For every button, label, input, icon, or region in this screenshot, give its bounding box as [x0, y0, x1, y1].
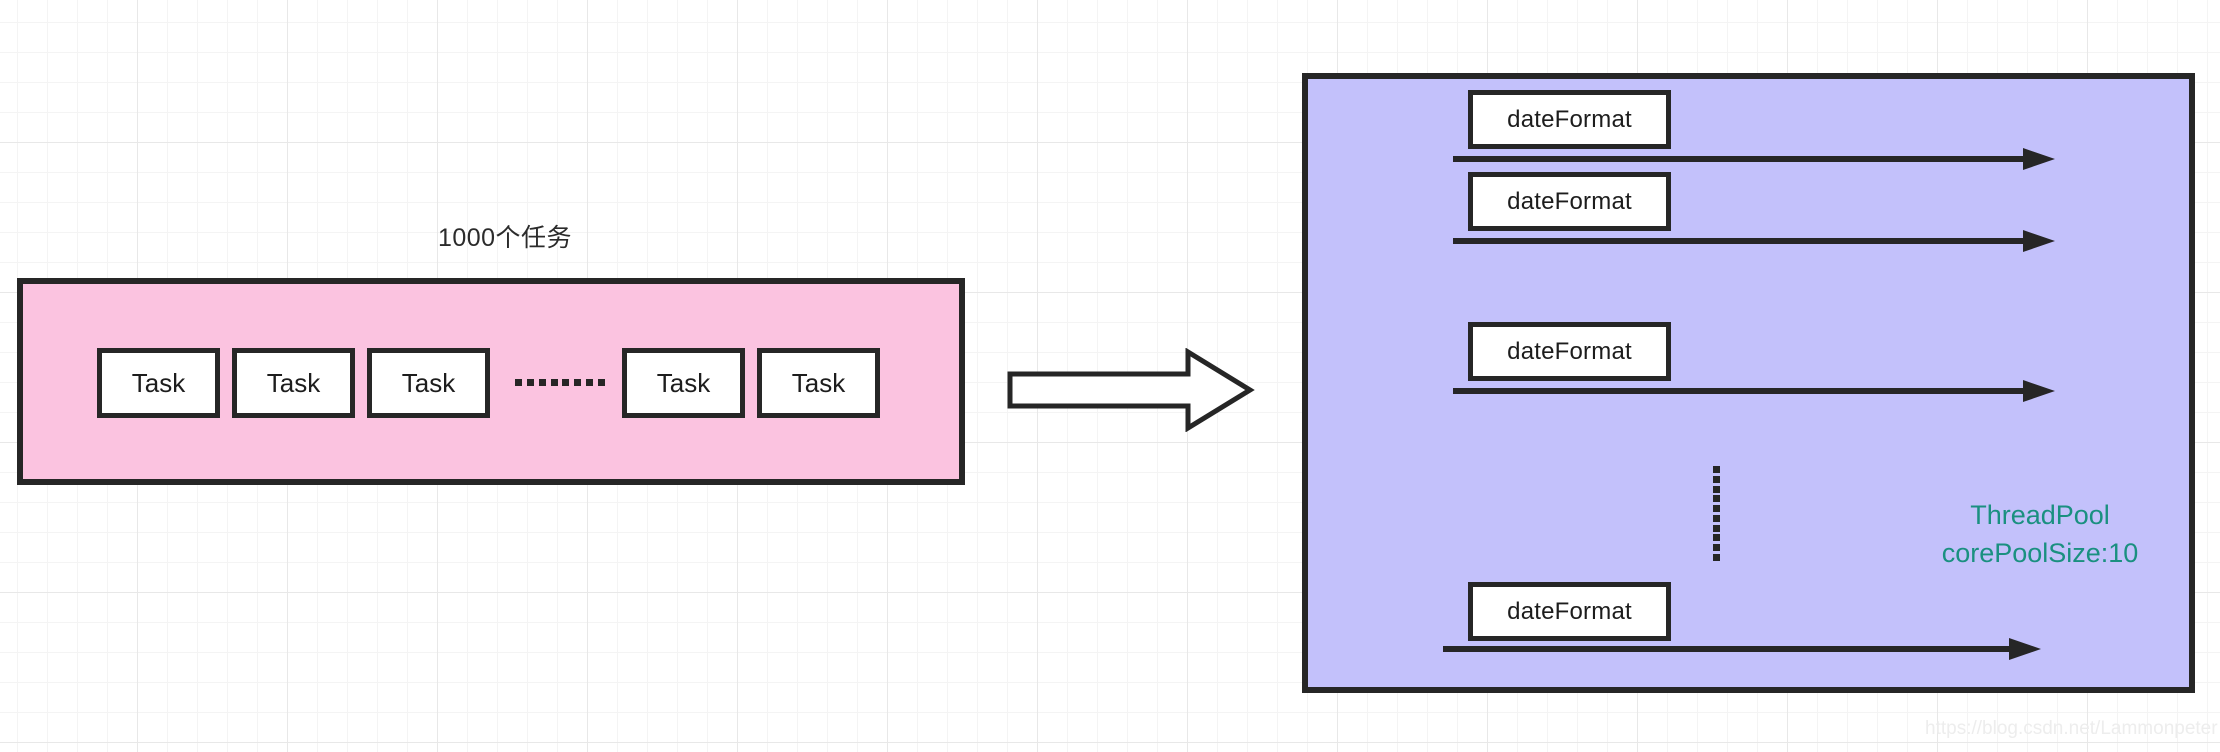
task-box[interactable]: Task — [367, 348, 490, 418]
thread-pool-caption: ThreadPool corePoolSize:10 — [1900, 496, 2180, 572]
vertical-ellipsis-icon — [1712, 466, 1721, 561]
date-format-box[interactable]: dateFormat — [1468, 582, 1671, 641]
watermark-text: https://blog.csdn.net/Lammonpeter — [1925, 718, 2218, 739]
date-format-box[interactable]: dateFormat — [1468, 172, 1671, 231]
task-queue-label: 1000个任务 — [437, 224, 573, 252]
date-format-box[interactable]: dateFormat — [1468, 322, 1671, 381]
date-format-box[interactable]: dateFormat — [1468, 90, 1671, 149]
thread-pool-caption-line1: ThreadPool — [1970, 500, 2110, 530]
thread-timeline-arrow — [1453, 228, 2057, 254]
thread-timeline-arrow — [1443, 636, 2043, 662]
task-box[interactable]: Task — [757, 348, 880, 418]
thread-timeline-arrow — [1453, 378, 2057, 404]
thread-pool-caption-line2: corePoolSize:10 — [1941, 538, 2139, 568]
thread-timeline-arrow — [1453, 146, 2057, 172]
task-box[interactable]: Task — [622, 348, 745, 418]
flow-arrow-right-icon — [1006, 347, 1256, 433]
thread-pool-container — [1302, 73, 2195, 693]
task-ellipsis-icon — [515, 372, 605, 392]
task-box[interactable]: Task — [232, 348, 355, 418]
task-box[interactable]: Task — [97, 348, 220, 418]
